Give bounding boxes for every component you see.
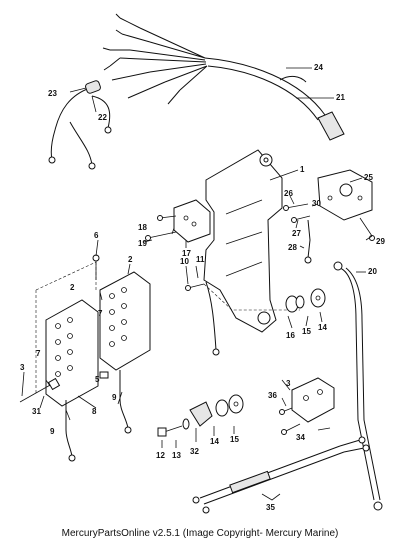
callout-19: 19 — [138, 239, 147, 248]
switch-box-lower — [279, 377, 335, 435]
rectifier-block — [173, 199, 211, 243]
callout-30: 30 — [312, 199, 321, 208]
callout-15: 15 — [302, 327, 311, 336]
callout-labels: 1 2 2 3 3 5 6 7 7 8 9 9 10 11 12 13 14 1… — [20, 63, 385, 512]
callout-14: 14 — [318, 323, 327, 332]
callout-25: 25 — [364, 173, 373, 182]
callout-21: 21 — [336, 93, 345, 102]
callout-28: 28 — [288, 243, 297, 252]
callout-35: 35 — [266, 503, 275, 512]
leader-lines — [21, 67, 373, 501]
callout-34: 34 — [296, 433, 305, 442]
callout-2: 2 — [70, 283, 75, 292]
callout-31: 31 — [32, 407, 41, 416]
callout-1: 1 — [300, 165, 305, 174]
callout-12: 12 — [156, 451, 165, 460]
callout-17: 17 — [182, 249, 191, 258]
callout-32: 32 — [190, 447, 199, 456]
image-copyright-footer: MercuryPartsOnline v2.5.1 (Image Copyrig… — [61, 528, 339, 539]
callout-26: 26 — [284, 189, 293, 198]
callout-24: 24 — [314, 63, 323, 72]
mounting-bracket — [203, 149, 283, 333]
callout-9: 9 — [50, 427, 55, 436]
callout-27: 27 — [292, 229, 301, 238]
harness-lower — [192, 436, 370, 514]
wire-harness — [48, 13, 345, 170]
callout-16: 16 — [286, 331, 295, 340]
solenoid — [317, 169, 373, 221]
washers-right — [285, 288, 326, 313]
callout-14: 14 — [210, 437, 219, 446]
callout-7: 7 — [98, 309, 103, 318]
callout-13: 13 — [172, 451, 181, 460]
callout-7: 7 — [36, 349, 41, 358]
callout-29: 29 — [376, 237, 385, 246]
callout-8: 8 — [92, 407, 97, 416]
battery-cable — [333, 261, 383, 511]
bolts-center — [145, 215, 300, 356]
callout-20: 20 — [368, 267, 377, 276]
callout-10: 10 — [180, 257, 189, 266]
callout-36: 36 — [268, 391, 277, 400]
callout-22: 22 — [98, 113, 107, 122]
switch-box-right — [99, 271, 151, 371]
callout-3: 3 — [20, 363, 25, 372]
callout-3: 3 — [286, 379, 291, 388]
switch-box-left — [45, 299, 99, 407]
solenoid-hardware — [283, 203, 375, 264]
callout-9: 9 — [112, 393, 117, 402]
callout-23: 23 — [48, 89, 57, 98]
callout-15: 15 — [230, 435, 239, 444]
lower-hardware — [157, 394, 244, 437]
callout-2: 2 — [128, 255, 133, 264]
callout-6: 6 — [94, 231, 99, 240]
callout-18: 18 — [138, 223, 147, 232]
callout-5: 5 — [95, 375, 100, 384]
callout-11: 11 — [196, 255, 205, 264]
